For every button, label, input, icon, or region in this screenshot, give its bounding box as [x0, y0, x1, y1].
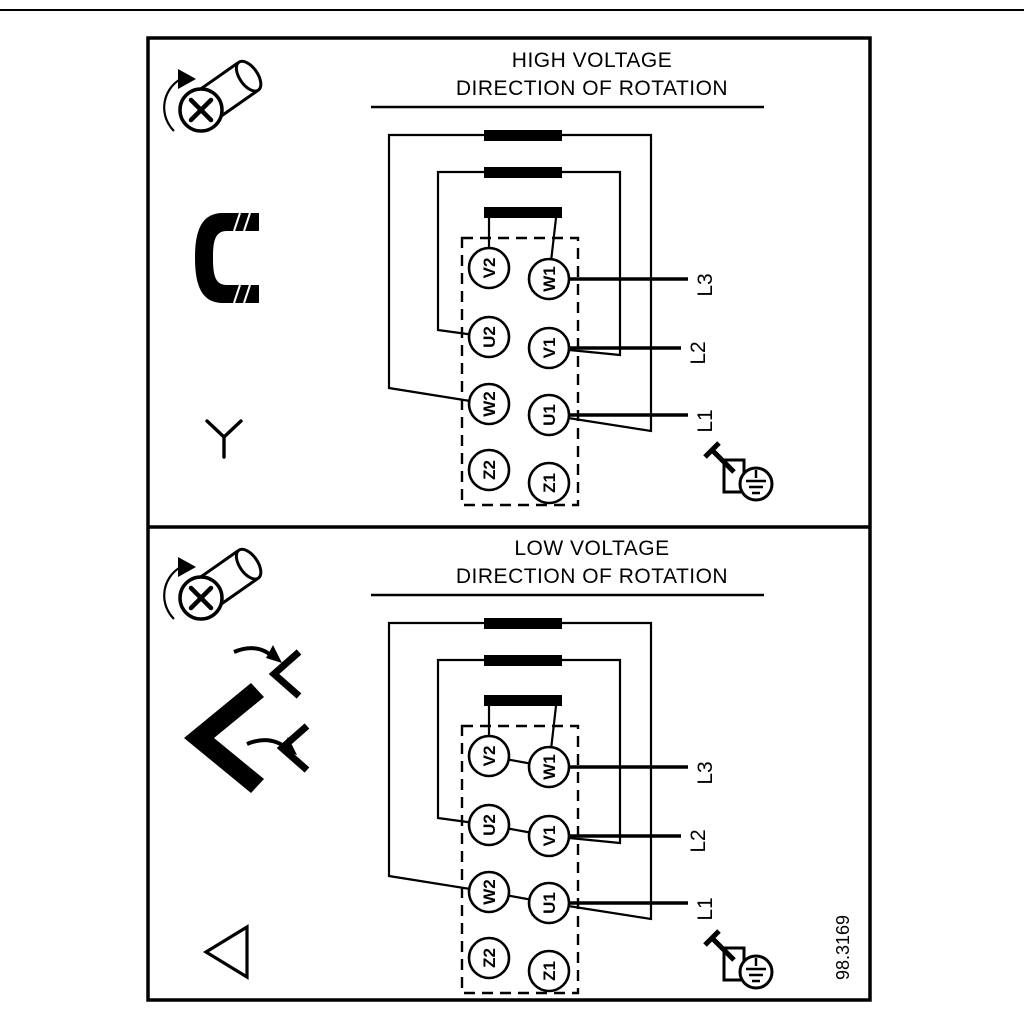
supply-label-l1: L1	[694, 409, 717, 432]
supply-label-l2: L2	[687, 829, 710, 852]
link-bar	[484, 695, 562, 706]
link-icon	[195, 212, 259, 304]
terminal-u2: U2	[467, 803, 511, 847]
supply-label-l3: L3	[694, 273, 717, 296]
panel-title-line1: HIGH VOLTAGE	[512, 49, 672, 72]
terminal-u2: U2	[467, 315, 511, 359]
panel-title-line2: DIRECTION OF ROTATION	[456, 77, 728, 100]
figure-number: 98.3169	[833, 915, 853, 980]
terminal-box	[460, 724, 580, 995]
terminal-label: Z1	[540, 473, 559, 493]
terminal-label: V2	[480, 258, 499, 279]
terminal-label: Z2	[480, 460, 499, 480]
terminal-v2: V2	[467, 734, 511, 778]
terminal-label: W2	[480, 391, 499, 417]
link-reposition-arrows-icon	[184, 645, 310, 793]
terminal-w2: W2	[467, 382, 511, 426]
terminal-box	[460, 236, 580, 507]
link-wire	[548, 170, 622, 357]
panel-low-voltage: LOW VOLTAGE DIRECTION OF ROTATION	[164, 537, 772, 995]
terminal-label: U2	[480, 326, 499, 348]
terminal-label: U1	[540, 892, 559, 914]
terminal-label: V1	[540, 826, 559, 847]
link-wire	[387, 621, 490, 894]
link-bar	[484, 130, 562, 141]
screw-rotation-icon	[164, 545, 266, 619]
terminal-label: Z2	[480, 948, 499, 968]
terminal-v1: V1	[527, 326, 571, 370]
terminal-label: U1	[540, 404, 559, 426]
terminal-w1: W1	[527, 745, 571, 789]
link-wire	[548, 658, 622, 845]
terminal-z1: Z1	[527, 949, 571, 993]
link-wire	[548, 621, 653, 921]
link-bar	[484, 655, 562, 666]
terminal-u1: U1	[527, 881, 571, 925]
terminal-v2: V2	[467, 246, 511, 290]
terminal-label: U2	[480, 814, 499, 836]
link-bar	[484, 618, 562, 629]
delta-symbol-icon	[202, 924, 249, 980]
panel-high-voltage: HIGH VOLTAGE DIRECTION OF ROTATION	[164, 49, 772, 507]
diagram-border	[146, 36, 872, 1002]
terminal-label: W1	[540, 266, 559, 292]
supply-label-l3: L3	[694, 761, 717, 784]
terminal-z2: Z2	[467, 936, 511, 980]
panel-title-line1: LOW VOLTAGE	[514, 537, 669, 560]
terminal-z1: Z1	[527, 461, 571, 505]
terminal-label: V2	[480, 746, 499, 767]
terminal-v1: V1	[527, 814, 571, 858]
supply-label-l1: L1	[694, 897, 717, 920]
terminal-label: Z1	[540, 961, 559, 981]
earth-terminal-icon	[705, 931, 772, 988]
terminal-label: W1	[540, 754, 559, 780]
terminal-w1: W1	[527, 257, 571, 301]
panel-title-line2: DIRECTION OF ROTATION	[456, 565, 728, 588]
link-wire	[548, 133, 653, 433]
link-wire	[387, 133, 490, 406]
earth-terminal-icon	[705, 443, 772, 500]
link-bar	[484, 207, 562, 218]
link-wire	[436, 658, 490, 827]
link-wire	[436, 170, 490, 339]
star-symbol-icon	[205, 419, 243, 459]
terminal-label: W2	[480, 879, 499, 905]
link-bar	[484, 167, 562, 178]
terminal-z2: Z2	[467, 448, 511, 492]
screw-rotation-icon	[164, 57, 266, 131]
supply-label-l2: L2	[687, 341, 710, 364]
terminal-w2: W2	[467, 870, 511, 914]
terminal-u1: U1	[527, 393, 571, 437]
terminal-label: V1	[540, 338, 559, 359]
